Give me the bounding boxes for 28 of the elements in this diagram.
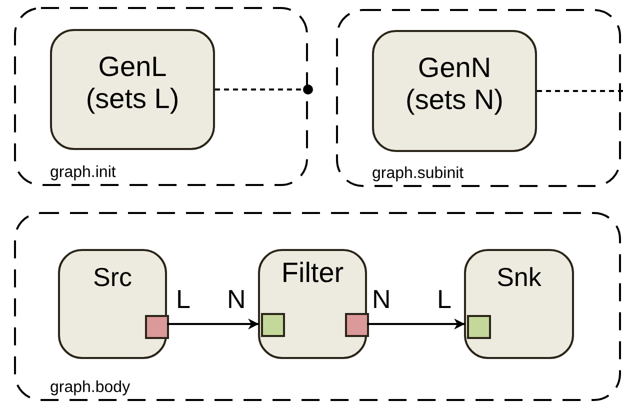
group-frame [14,212,621,401]
process-block [464,249,574,359]
process-block [58,249,167,359]
block-title: GenN (sets N) [404,52,504,116]
arrow [167,318,259,330]
port-label: N [372,286,391,312]
arrow [367,318,465,330]
dotted-connector [215,84,313,94]
port-label: N [227,286,246,312]
port-label: L [176,286,190,312]
group-label: graph.init [49,164,117,182]
port-square [261,313,285,337]
group-label: graph.body [49,379,132,397]
port-square [467,315,491,339]
process-block [50,29,215,150]
group-label: graph.subinit [371,165,465,183]
group-frame [14,7,308,186]
group-frame [336,9,621,187]
block-title: GenL (sets L) [84,51,180,116]
block-title: Src [92,263,133,293]
dotted-connector [537,90,623,92]
block-title: Filter [280,257,345,290]
port-square [145,315,169,339]
block-title: Snk [496,263,542,293]
port-label: L [437,286,452,312]
port-square [345,313,369,337]
process-block [372,30,537,152]
process-block [258,249,367,359]
